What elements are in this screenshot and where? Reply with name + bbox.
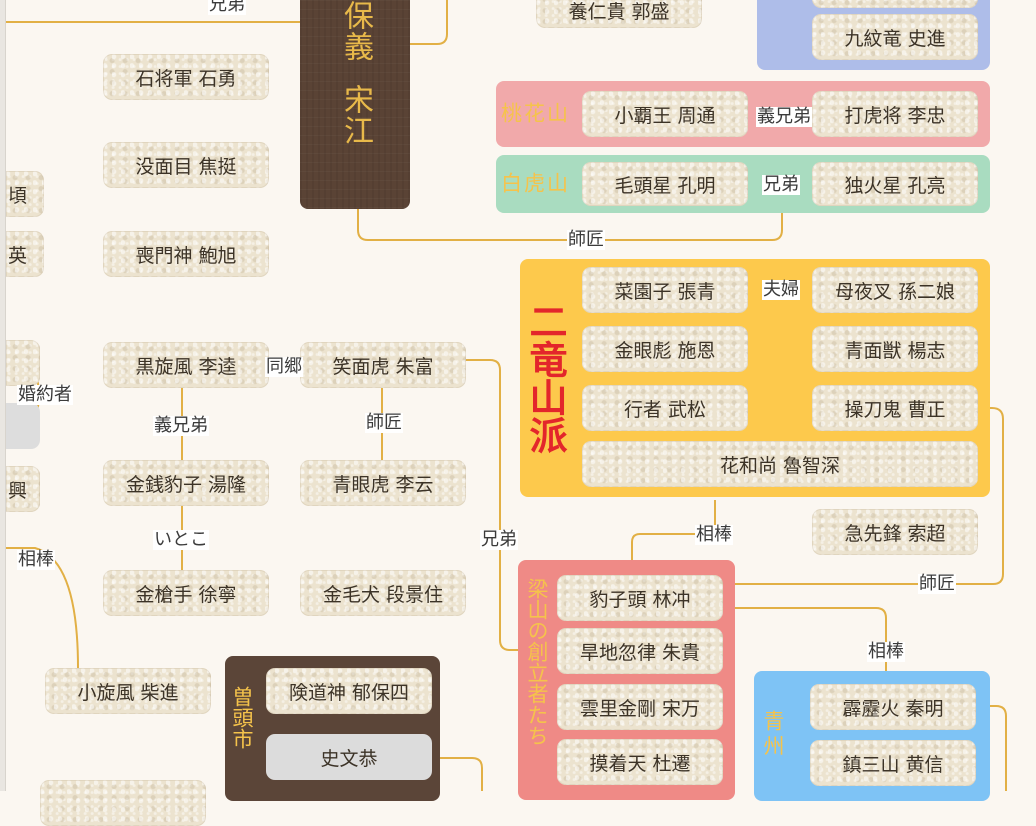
person-saienshi[interactable]: 菜園子 張青 [582, 267, 748, 313]
line-linchong-qinming [723, 607, 887, 684]
person-left-partial-2[interactable]: 英 [6, 231, 44, 277]
relation-top-left-kyodai: 兄弟 [208, 0, 246, 15]
relation-zhangqing-sun: 夫婦 [762, 279, 800, 300]
person-moyasha[interactable]: 母夜叉 孫二娘 [812, 267, 978, 313]
relation-linchong-qinming: 相棒 [867, 641, 905, 662]
person-mochakuten[interactable]: 摸着天 杜遷 [557, 739, 723, 785]
group-hakkozan-label: 白虎山 [501, 171, 570, 196]
person-kyumonryu[interactable]: 九紋竜 史進 [812, 14, 978, 60]
person-kinganhyo[interactable]: 金眼彪 施恩 [582, 326, 748, 372]
person-seimenju[interactable]: 青面獣 楊志 [812, 326, 978, 372]
line-qinming-right [976, 705, 1007, 791]
person-sekishogun[interactable]: 石将軍 石勇 [103, 54, 269, 100]
leader-box[interactable]: 保義宋江 [300, 0, 410, 209]
person-kinmoken[interactable]: 金毛犬 段景住 [300, 570, 466, 616]
person-left-partial-betrothed-top[interactable] [6, 340, 40, 386]
person-somonshin[interactable]: 喪門神 鮑旭 [103, 231, 269, 277]
line-left-partner [0, 547, 79, 669]
person-endoshin[interactable]: 険道神 郁保四 [266, 668, 432, 714]
person-kinsoshu[interactable]: 金槍手 徐寧 [103, 570, 269, 616]
leader-name: 保義宋江 [338, 0, 373, 146]
person-top-right-partial[interactable] [812, 0, 978, 8]
person-botsumenmoku[interactable]: 没面目 焦挺 [103, 142, 269, 188]
person-chinsanzan[interactable]: 鎮三山 黄信 [810, 740, 976, 786]
line-caozheng-linchong [723, 407, 1004, 585]
person-kokusenpu[interactable]: 黒旋風 李逵 [103, 342, 269, 388]
person-seiganko[interactable]: 青眼虎 李云 [300, 460, 466, 506]
left-edge-divider [0, 0, 6, 791]
person-kaosho[interactable]: 花和尚 魯智深 [582, 441, 978, 487]
relation-leader-master: 師匠 [567, 229, 605, 250]
relation-niryu-linchong: 相棒 [695, 524, 733, 545]
line-zhufu-zhugui [466, 359, 557, 651]
relation-caozheng-linchong: 師匠 [918, 573, 956, 594]
person-dakosho[interactable]: 打虎将 李忠 [812, 91, 978, 137]
person-motozusei[interactable]: 毛頭星 孔明 [582, 162, 748, 206]
group-sotoshi-label: 曽頭市 [230, 686, 254, 749]
group-seishu-label: 青州 [761, 710, 785, 760]
person-hekirekika[interactable]: 霹靂火 秦明 [810, 684, 976, 730]
group-ryozan-founders-label: 梁山の創立者たち [525, 578, 549, 746]
group-niryuzan-label: 二竜山派 [523, 302, 568, 454]
relationship-diagram: 九紋竜 史進 養仁貴 郭盛 保義宋江 桃花山 小覇王 周通 打虎将 李忠 白虎山… [0, 0, 1007, 826]
person-left-partial-1[interactable]: 頃 [6, 171, 44, 217]
person-kodohao[interactable]: 小覇王 周通 [582, 91, 748, 137]
person-shomenko[interactable]: 笑面虎 朱富 [300, 342, 466, 388]
person-kanchikotsuritsu[interactable]: 旱地忽律 朱貴 [557, 628, 723, 674]
relation-kodo-dako: 義兄弟 [756, 106, 812, 127]
line-shiwengong-right [432, 757, 483, 791]
person-bottom-left-partial[interactable] [40, 780, 206, 826]
relation-left-partner: 相棒 [17, 549, 55, 570]
relation-zhufu-zhugui: 兄弟 [480, 529, 518, 550]
relation-tanglong-xuning: いとこ [153, 529, 209, 550]
person-shibunkyo[interactable]: 史文恭 [266, 734, 432, 780]
relation-zhufu-liyun: 師匠 [365, 412, 403, 433]
person-kinsenhyoshi[interactable]: 金銭豹子 湯隆 [103, 460, 269, 506]
person-yosanshi-partial[interactable]: 養仁貴 郭盛 [536, 0, 702, 28]
person-shosenpu[interactable]: 小旋風 柴進 [45, 668, 211, 714]
person-dokukasei[interactable]: 独火星 孔亮 [812, 162, 978, 206]
person-kyusenpo[interactable]: 急先鋒 索超 [812, 509, 978, 555]
line-leader-bracket [410, 0, 448, 45]
relation-liku-tanglong: 義兄弟 [153, 415, 209, 436]
relation-left-betrothed: 婚約者 [17, 384, 73, 405]
person-left-partial-gray[interactable] [6, 403, 40, 449]
person-hyoshito[interactable]: 豹子頭 林冲 [557, 575, 723, 621]
group-tokazan-label: 桃花山 [501, 101, 570, 126]
relation-kongmei-kongliang: 兄弟 [762, 174, 800, 195]
relation-liku-zhufu: 同郷 [265, 356, 303, 377]
person-left-partial-3[interactable]: 興 [6, 466, 40, 512]
person-gyoja[interactable]: 行者 武松 [582, 385, 748, 431]
person-unrikinko[interactable]: 雲里金剛 宋万 [557, 684, 723, 730]
person-sotoki[interactable]: 操刀鬼 曹正 [812, 385, 978, 431]
